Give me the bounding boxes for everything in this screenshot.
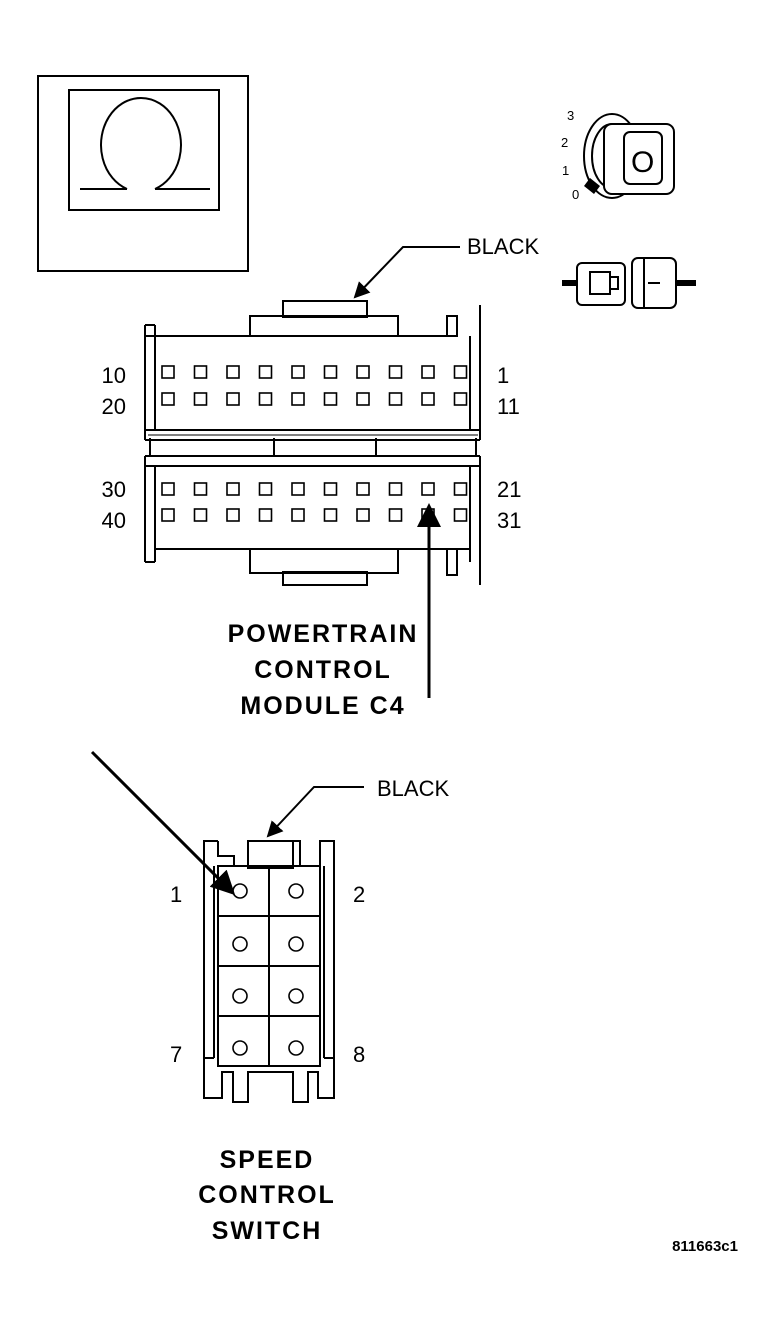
pcm-pin-label-30: 30: [102, 477, 126, 502]
switch-pin-label-7: 7: [170, 1042, 182, 1067]
figure-id: 811663c1: [672, 1238, 738, 1255]
ignition-key-letter: O: [631, 146, 654, 179]
switch-pin-cavity: [288, 883, 304, 899]
pcm-pin-cavity: [356, 508, 370, 522]
pcm-pin-label-40: 40: [102, 508, 126, 533]
pcm-pin-cavity: [453, 365, 468, 379]
pcm-title-line-3: MODULE C4: [240, 692, 405, 720]
pcm-pin-cavity: [323, 482, 338, 496]
switch-pin-cavity: [232, 883, 248, 899]
ignition-position-2: 2: [561, 135, 568, 150]
pcm-c4-connector: BLACK 10: [102, 234, 540, 720]
pcm-color-label: BLACK: [467, 234, 539, 259]
pcm-pin-cavity: [323, 508, 338, 522]
pcm-pin-label-21: 21: [497, 477, 521, 502]
pcm-pin-label-11: 11: [497, 394, 520, 419]
pcm-pin-label-31: 31: [497, 508, 521, 533]
pcm-pin-cavity: [356, 365, 370, 379]
pcm-pin-cavity: [388, 365, 403, 379]
pcm-pin-cavity: [453, 482, 468, 496]
switch-color-label: BLACK: [377, 776, 449, 801]
pcm-pin-cavity: [161, 365, 175, 379]
pcm-title-line-2: CONTROL: [254, 656, 392, 684]
switch-pin-cavity: [288, 988, 304, 1004]
pcm-pin-cavity: [356, 482, 370, 496]
switch-pin-label-8: 8: [353, 1042, 365, 1067]
pcm-pin-cavity: [291, 392, 305, 406]
switch-title-line-3: SWITCH: [212, 1217, 323, 1245]
pcm-pin-cavity: [258, 365, 273, 379]
pcm-pin-cavity: [421, 365, 435, 379]
pcm-pin-cavity: [226, 392, 240, 406]
pcm-pin-cavity: [388, 482, 403, 496]
pcm-pin-cavity: [193, 365, 208, 379]
pcm-pin-cavity: [291, 482, 305, 496]
pcm-pin-cavity: [453, 508, 468, 522]
switch-pin-pointer-arrow: [90, 750, 236, 896]
switch-pin-label-1: 1: [170, 882, 182, 907]
switch-pin-cavity: [232, 936, 248, 952]
pcm-pin-cavity: [193, 508, 208, 522]
pcm-pin-cavity: [258, 392, 273, 406]
speed-control-switch-connector: BLACK 1 2 7 8 SPEED CONTROL SWITCH: [90, 750, 449, 1245]
switch-pin-grid: [232, 883, 304, 1056]
pcm-pin-grid: [161, 365, 468, 522]
switch-title-line-2: CONTROL: [198, 1181, 336, 1209]
pcm-pin-label-20: 20: [102, 394, 126, 419]
switch-pin-label-2: 2: [353, 882, 365, 907]
pcm-pin-cavity: [421, 392, 435, 406]
ignition-position-1: 1: [562, 163, 569, 178]
pcm-pin-cavity: [291, 365, 305, 379]
switch-pin-cavity: [288, 936, 304, 952]
pcm-pin-cavity: [388, 508, 403, 522]
switch-pin-cavity: [232, 988, 248, 1004]
ignition-position-0: 0: [572, 187, 579, 202]
ignition-position-3: 3: [567, 108, 574, 123]
pcm-pin-cavity: [291, 508, 305, 522]
pcm-pin-cavity: [258, 508, 273, 522]
pcm-pin-cavity: [161, 482, 175, 496]
ohmmeter-symbol-icon: [37, 75, 249, 272]
pcm-pin-cavity: [323, 365, 338, 379]
pcm-pin-cavity: [323, 392, 338, 406]
ignition-switch-icon: 3 2 1 0 O: [561, 108, 675, 202]
test-lead-connector-icon: [562, 257, 696, 309]
pcm-pin-cavity: [161, 392, 175, 406]
switch-pin-cavity: [288, 1040, 304, 1056]
pcm-pin-label-1: 1: [497, 363, 509, 388]
pcm-pin-label-10: 10: [102, 363, 126, 388]
pcm-pin-cavity: [193, 482, 208, 496]
pcm-pin-cavity: [161, 508, 175, 522]
pcm-pin-cavity: [258, 482, 273, 496]
pcm-pin-cavity: [226, 508, 240, 522]
pcm-pin-cavity: [226, 482, 240, 496]
pcm-pin-cavity: [356, 392, 370, 406]
pcm-pin-cavity: [421, 482, 435, 496]
switch-title-line-1: SPEED: [220, 1146, 315, 1174]
pcm-pin-cavity: [453, 392, 468, 406]
switch-pin-cavity: [232, 1040, 248, 1056]
pcm-pin-cavity: [193, 392, 208, 406]
pcm-title-line-1: POWERTRAIN: [228, 620, 419, 648]
pcm-pin-cavity: [388, 392, 403, 406]
pcm-pin-cavity: [226, 365, 240, 379]
